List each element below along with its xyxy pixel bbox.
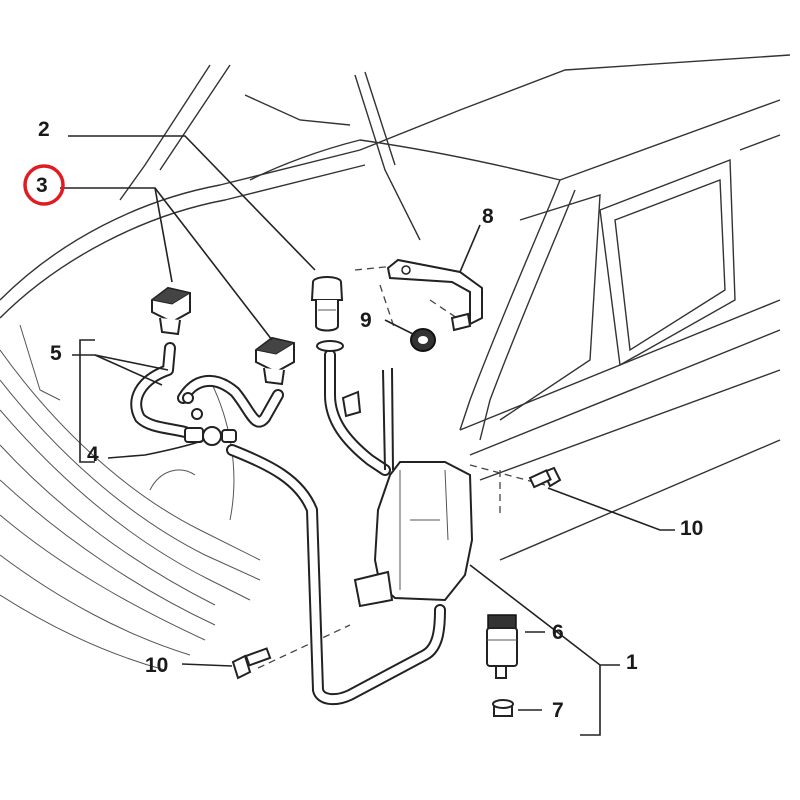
callout-label-7: 7 [552,699,564,722]
bolt-part-upper [528,466,562,489]
washer-nozzle-right [254,336,296,386]
leader-lines [60,135,675,736]
hose-connector-part [182,392,237,446]
washer-pump-part [486,614,518,679]
pump-seal-part [492,699,514,717]
callout-label-10-lower: 10 [145,654,169,677]
callout-label-5: 5 [50,342,62,365]
filler-neck-part [316,340,344,352]
callout-label-9: 9 [360,309,372,332]
callout-label-2: 2 [38,118,50,141]
callout-label-4: 4 [87,443,99,466]
washer-reservoir-part [341,367,474,608]
callout-label-6: 6 [552,621,564,644]
washer-nozzle-left [150,286,192,336]
callout-label-1: 1 [626,651,638,674]
callout-label-8: 8 [482,205,494,228]
vehicle-body-outline [0,54,791,671]
bracket-part [386,258,483,332]
filler-cap-part [310,276,344,332]
grommet-nut-part [410,328,436,352]
callout-label-10-upper: 10 [680,517,704,540]
washer-hoses [130,342,446,706]
callout-label-3: 3 [36,174,48,197]
bolt-part-lower [231,647,272,680]
highlight-circle [23,164,65,206]
